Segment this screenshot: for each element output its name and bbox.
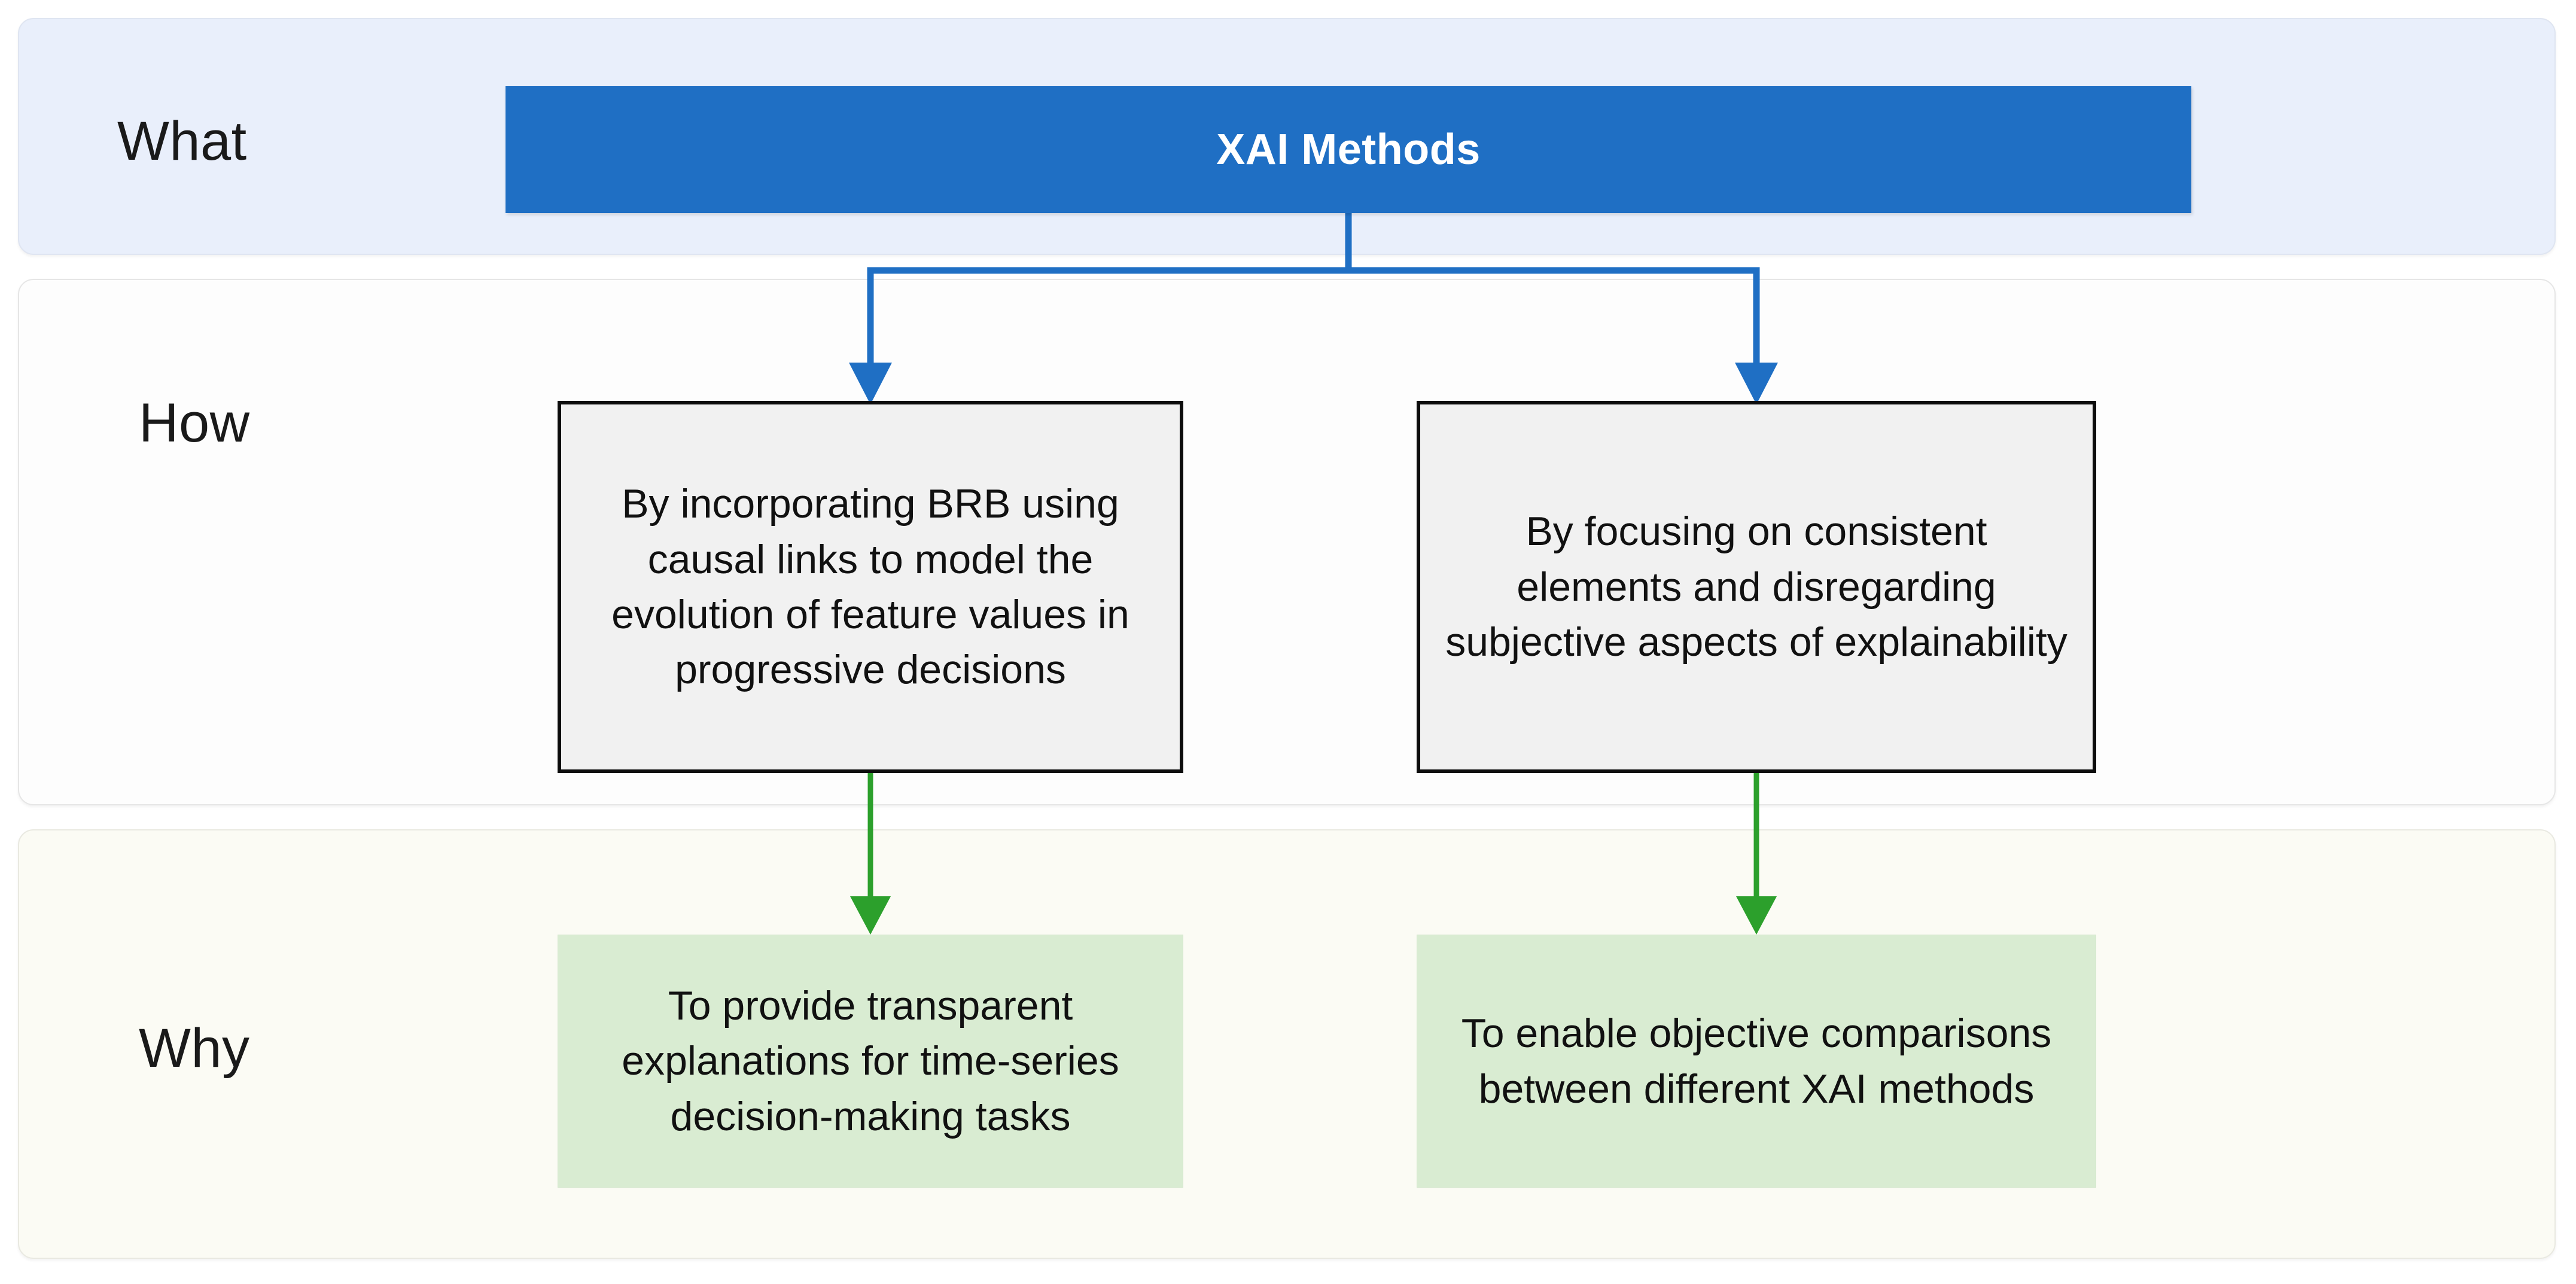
row-panel-why [18,829,2556,1259]
node-why-right-label: To enable objective comparisons between … [1461,1011,2052,1112]
node-how-left-label: By incorporating BRB using causal links … [611,481,1129,693]
row-panel-how [18,279,2556,805]
node-how-right[interactable]: By focusing on consistent elements and d… [1417,401,2096,773]
node-why-left-label: To provide transparent explanations for … [622,982,1119,1139]
row-label-why: Why [139,1018,250,1079]
node-how-right-label: By focusing on consistent elements and d… [1445,509,2068,665]
row-label-how: How [139,392,250,454]
node-why-left[interactable]: To provide transparent explanations for … [558,935,1183,1188]
node-why-right[interactable]: To enable objective comparisons between … [1417,935,2096,1188]
row-label-what: What [117,111,247,172]
node-xai-methods-label: XAI Methods [1216,125,1481,174]
node-how-left[interactable]: By incorporating BRB using causal links … [558,401,1183,773]
node-xai-methods[interactable]: XAI Methods [506,86,2191,213]
